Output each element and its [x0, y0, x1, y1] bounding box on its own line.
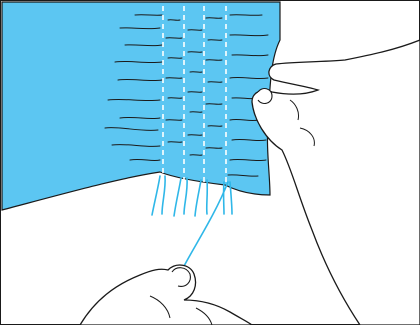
right-thumb-nail: [258, 89, 272, 104]
